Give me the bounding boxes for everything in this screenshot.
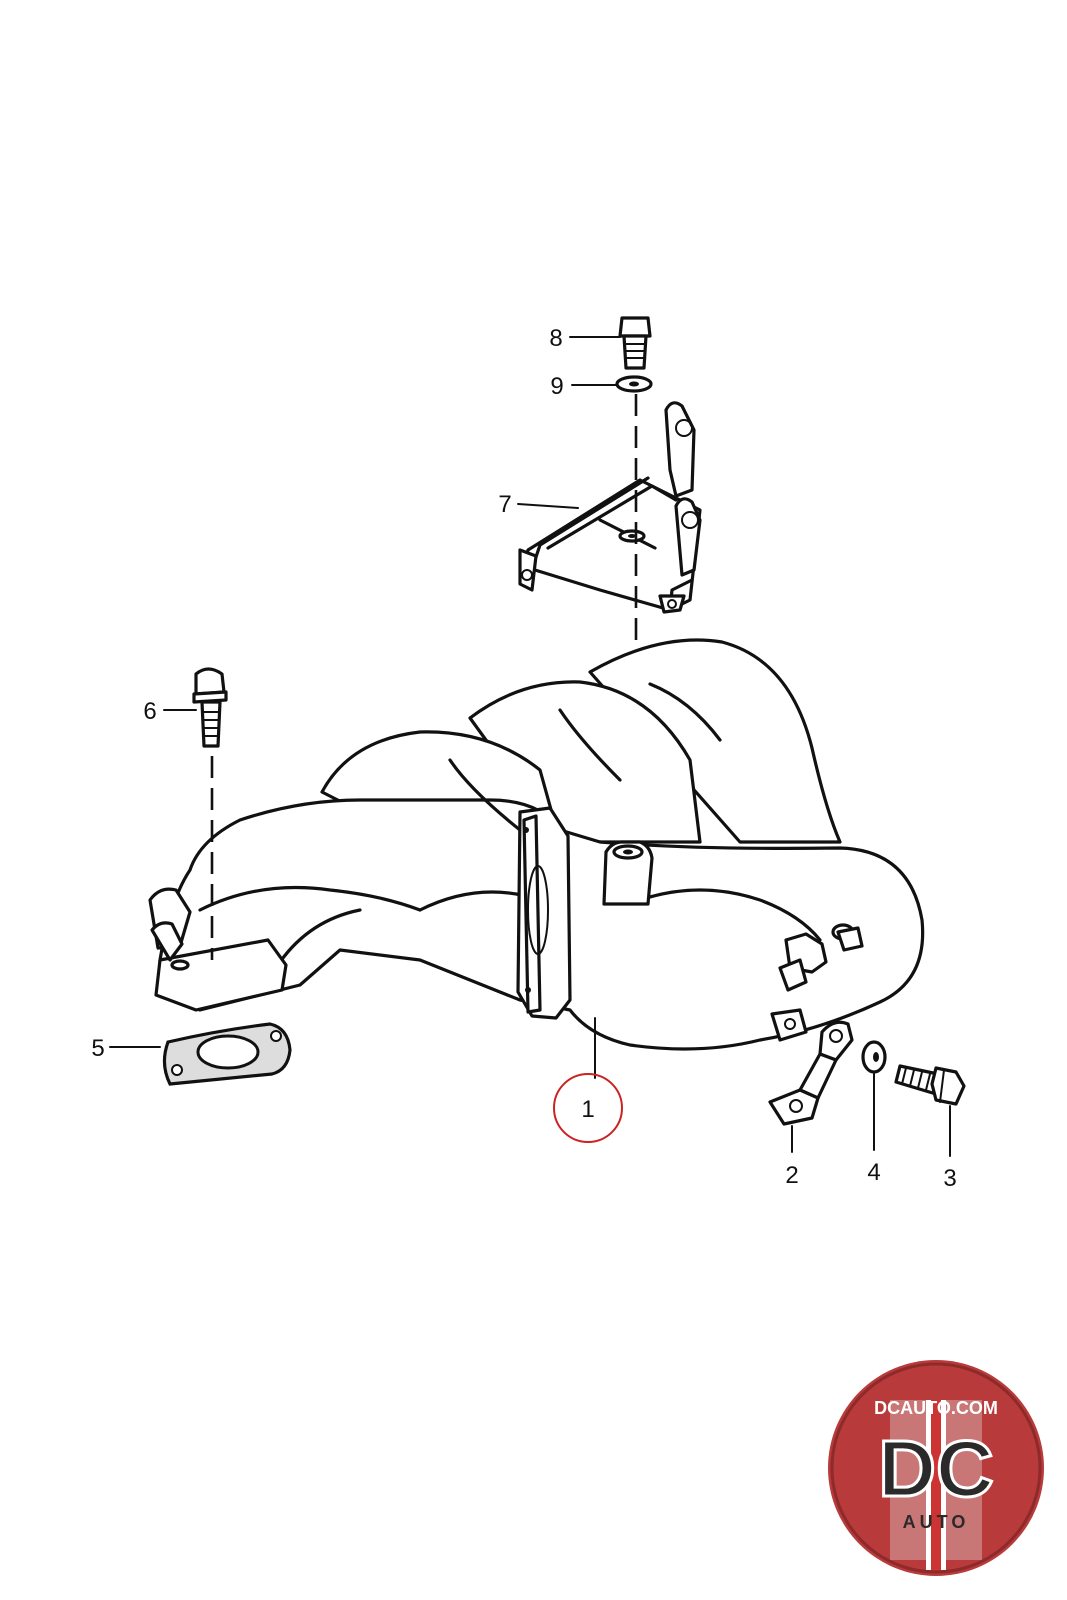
part-3-bolt[interactable]: [894, 1064, 966, 1106]
callout-3: 3: [943, 1165, 956, 1192]
callout-5: 5: [91, 1035, 104, 1062]
dcauto-logo[interactable]: DCAUTO.COM DC AUTO: [828, 1360, 1044, 1576]
logo-letters: DC: [878, 1424, 994, 1513]
callout-6: 6: [143, 698, 156, 725]
callout-2: 2: [785, 1162, 798, 1189]
callout-8: 8: [549, 325, 562, 352]
callout-1-highlight-circle[interactable]: [553, 1073, 623, 1143]
part-2-clip[interactable]: [768, 1020, 854, 1126]
logo-sub-text: AUTO: [903, 1512, 970, 1532]
callout-1: 1: [581, 1096, 594, 1123]
part-4-washer[interactable]: [861, 1040, 887, 1074]
part-5-gasket[interactable]: [162, 1022, 292, 1086]
part-8-bolt[interactable]: [618, 316, 652, 370]
part-1-manifold[interactable]: [148, 638, 925, 1051]
callout-9: 9: [550, 373, 563, 400]
part-7-bracket[interactable]: [518, 401, 702, 614]
logo-site-text: DCAUTO.COM: [874, 1398, 998, 1418]
leader-7: [517, 503, 579, 509]
part-6-bolt[interactable]: [192, 667, 228, 748]
callout-7: 7: [498, 491, 511, 518]
part-9-washer[interactable]: [615, 375, 653, 393]
callout-4: 4: [867, 1159, 880, 1186]
